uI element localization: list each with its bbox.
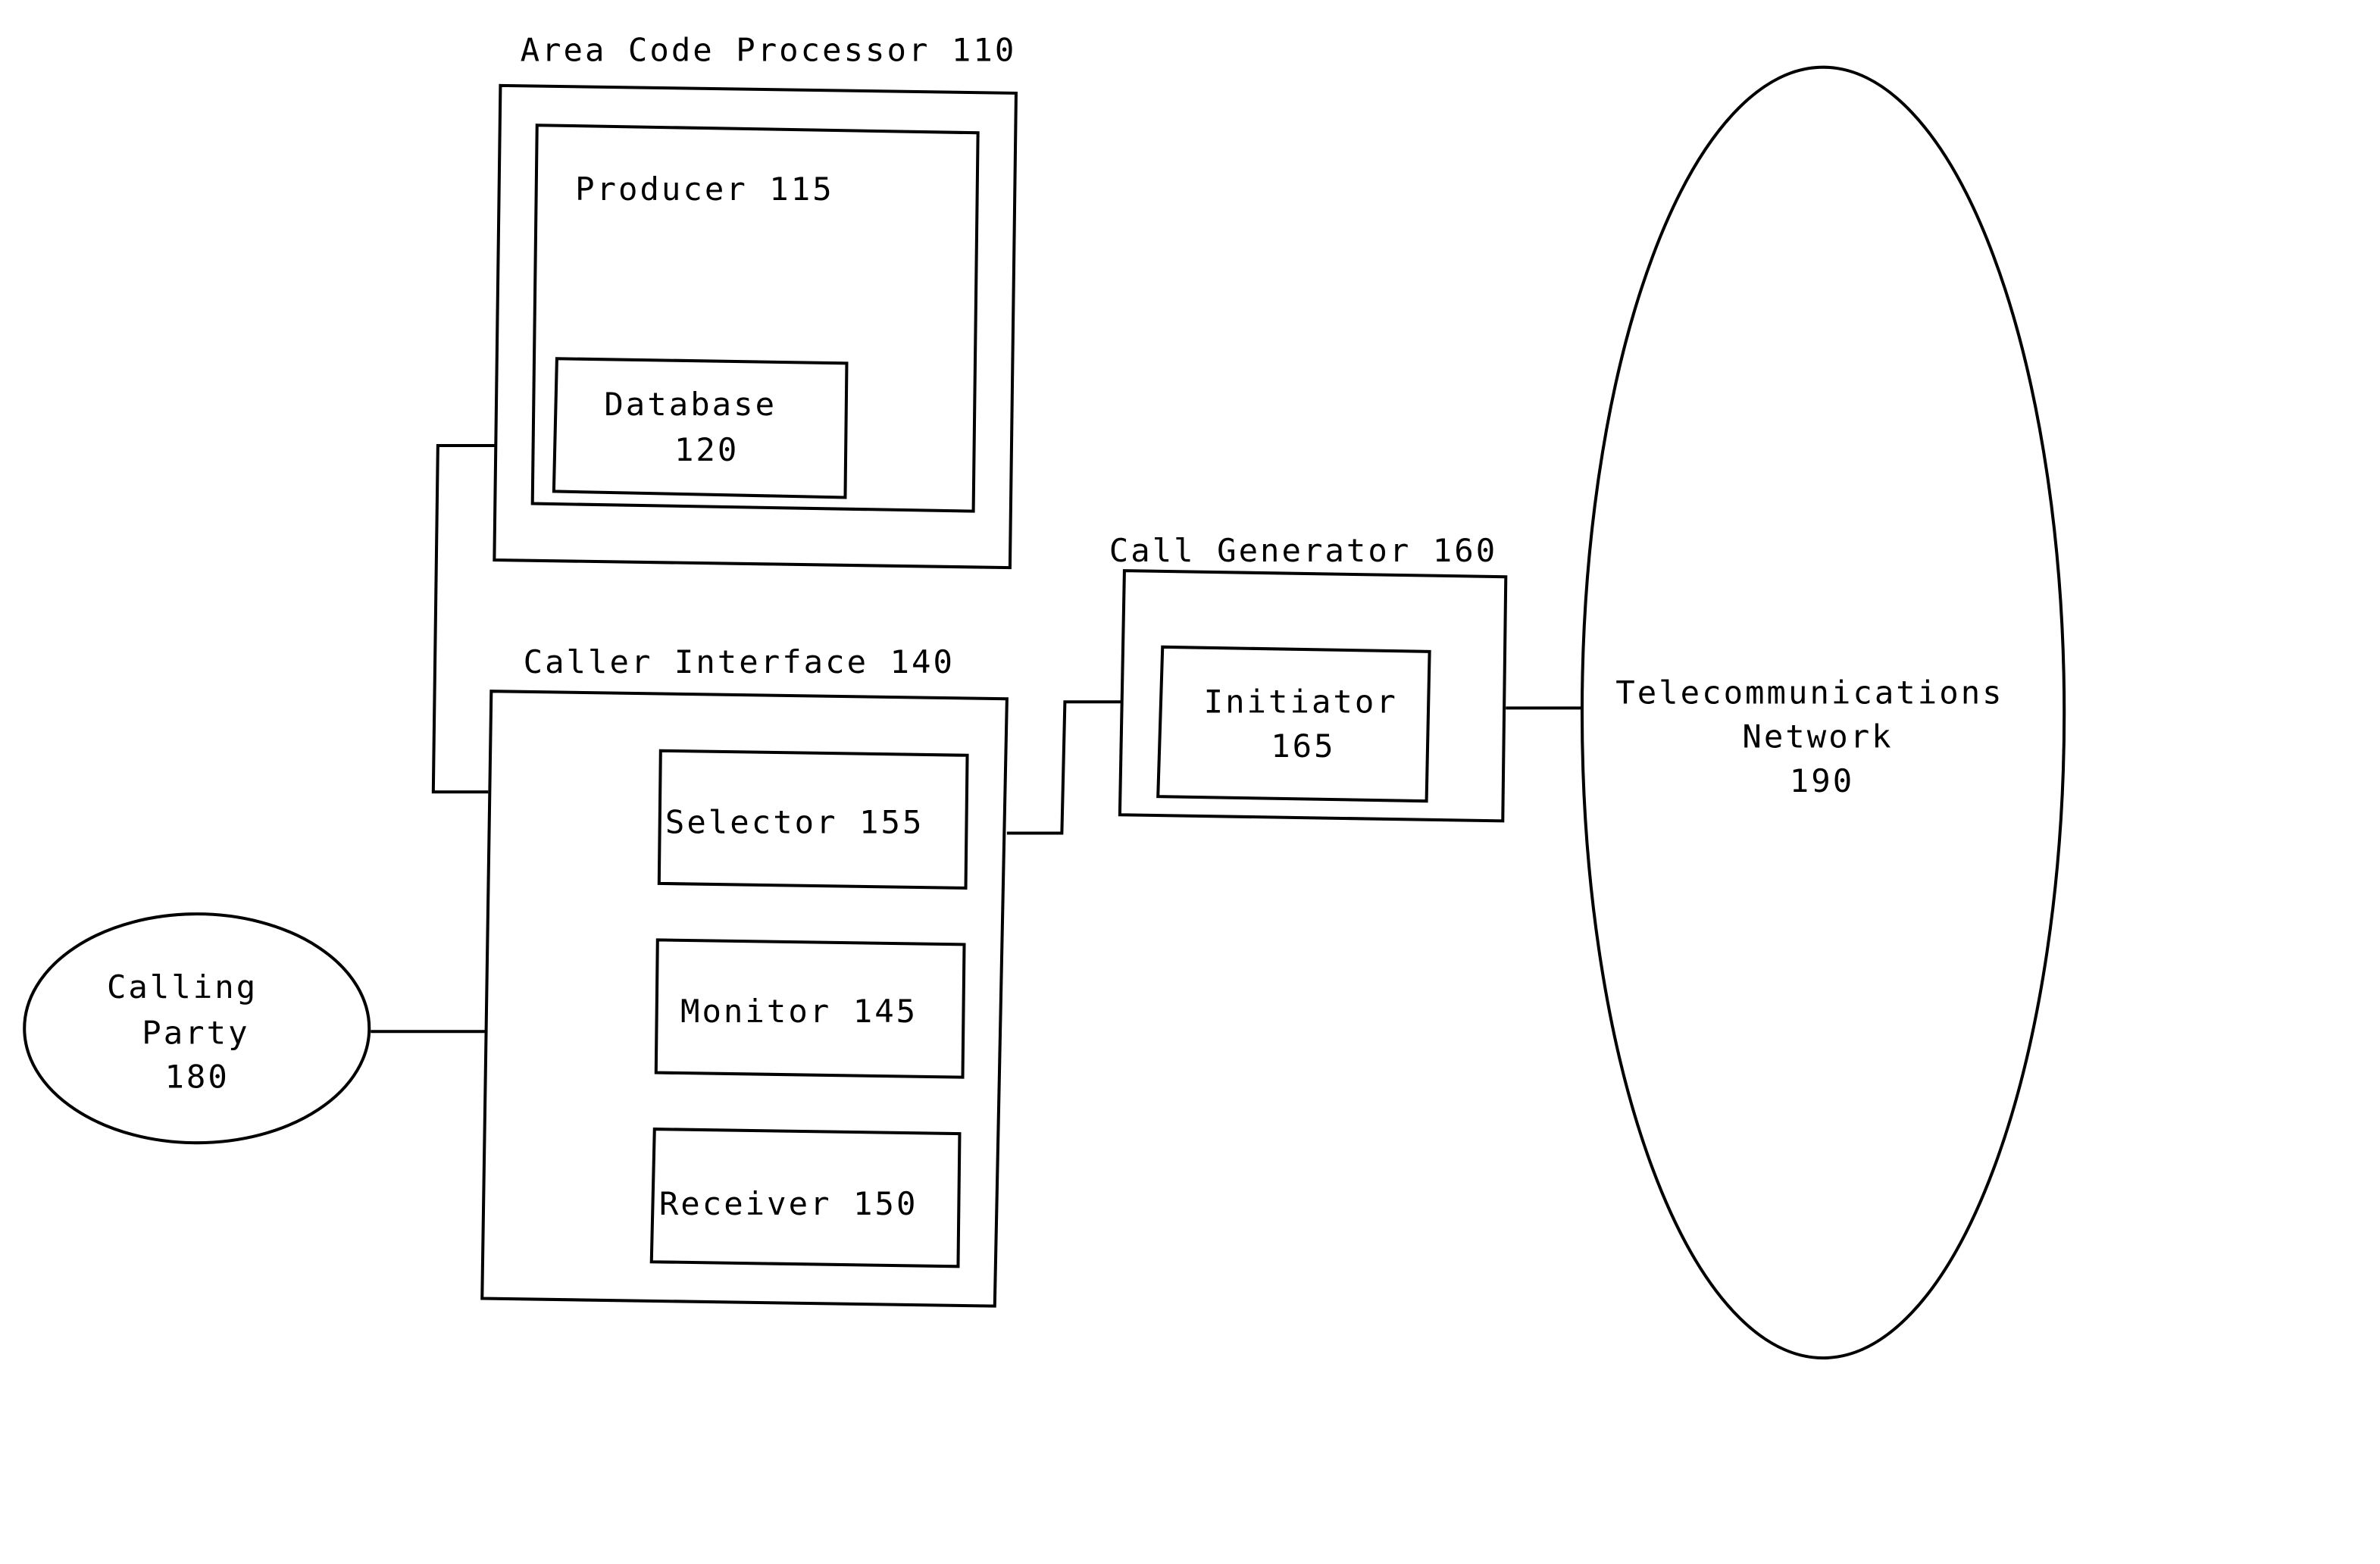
- network-label-line1: Telecommunications: [1615, 674, 2003, 711]
- monitor-label: Monitor 145: [680, 993, 918, 1030]
- producer-box: [530, 124, 980, 513]
- database-label-line2: 120: [674, 431, 739, 468]
- initiator-label-line2: 165: [1271, 727, 1335, 765]
- selector-label: Selector 155: [665, 803, 924, 840]
- calling-party-line3: 180: [164, 1059, 229, 1096]
- call-generator-label: Call Generator 160: [1109, 532, 1497, 569]
- receiver-label: Receiver 150: [659, 1185, 918, 1222]
- calling-party-line1: Calling: [107, 968, 258, 1006]
- connector-processor-interface: [431, 444, 496, 794]
- caller-interface-label: Caller Interface 140: [524, 643, 955, 680]
- area-code-processor-box: [493, 83, 1018, 570]
- caller-interface-box: [480, 690, 1009, 1308]
- calling-party-ellipse: [23, 912, 371, 1145]
- connector-interface-generator: [1006, 700, 1123, 835]
- receiver-box: [649, 1128, 962, 1268]
- database-box: [552, 357, 849, 499]
- monitor-box: [654, 938, 966, 1079]
- network-label-line2: Network: [1742, 718, 1893, 755]
- telecommunications-network-ellipse: [1580, 65, 2066, 1360]
- initiator-label-line1: Initiator: [1204, 683, 1398, 720]
- network-label-line3: 190: [1790, 762, 1854, 799]
- initiator-box: [1156, 645, 1431, 803]
- calling-party-line2: Party: [142, 1014, 249, 1051]
- area-code-processor-label: Area Code Processor 110: [521, 32, 1017, 69]
- call-generator-box: [1118, 569, 1508, 823]
- selector-box: [657, 749, 969, 890]
- database-label-line1: Database: [604, 386, 777, 423]
- producer-label: Producer 115: [575, 170, 834, 208]
